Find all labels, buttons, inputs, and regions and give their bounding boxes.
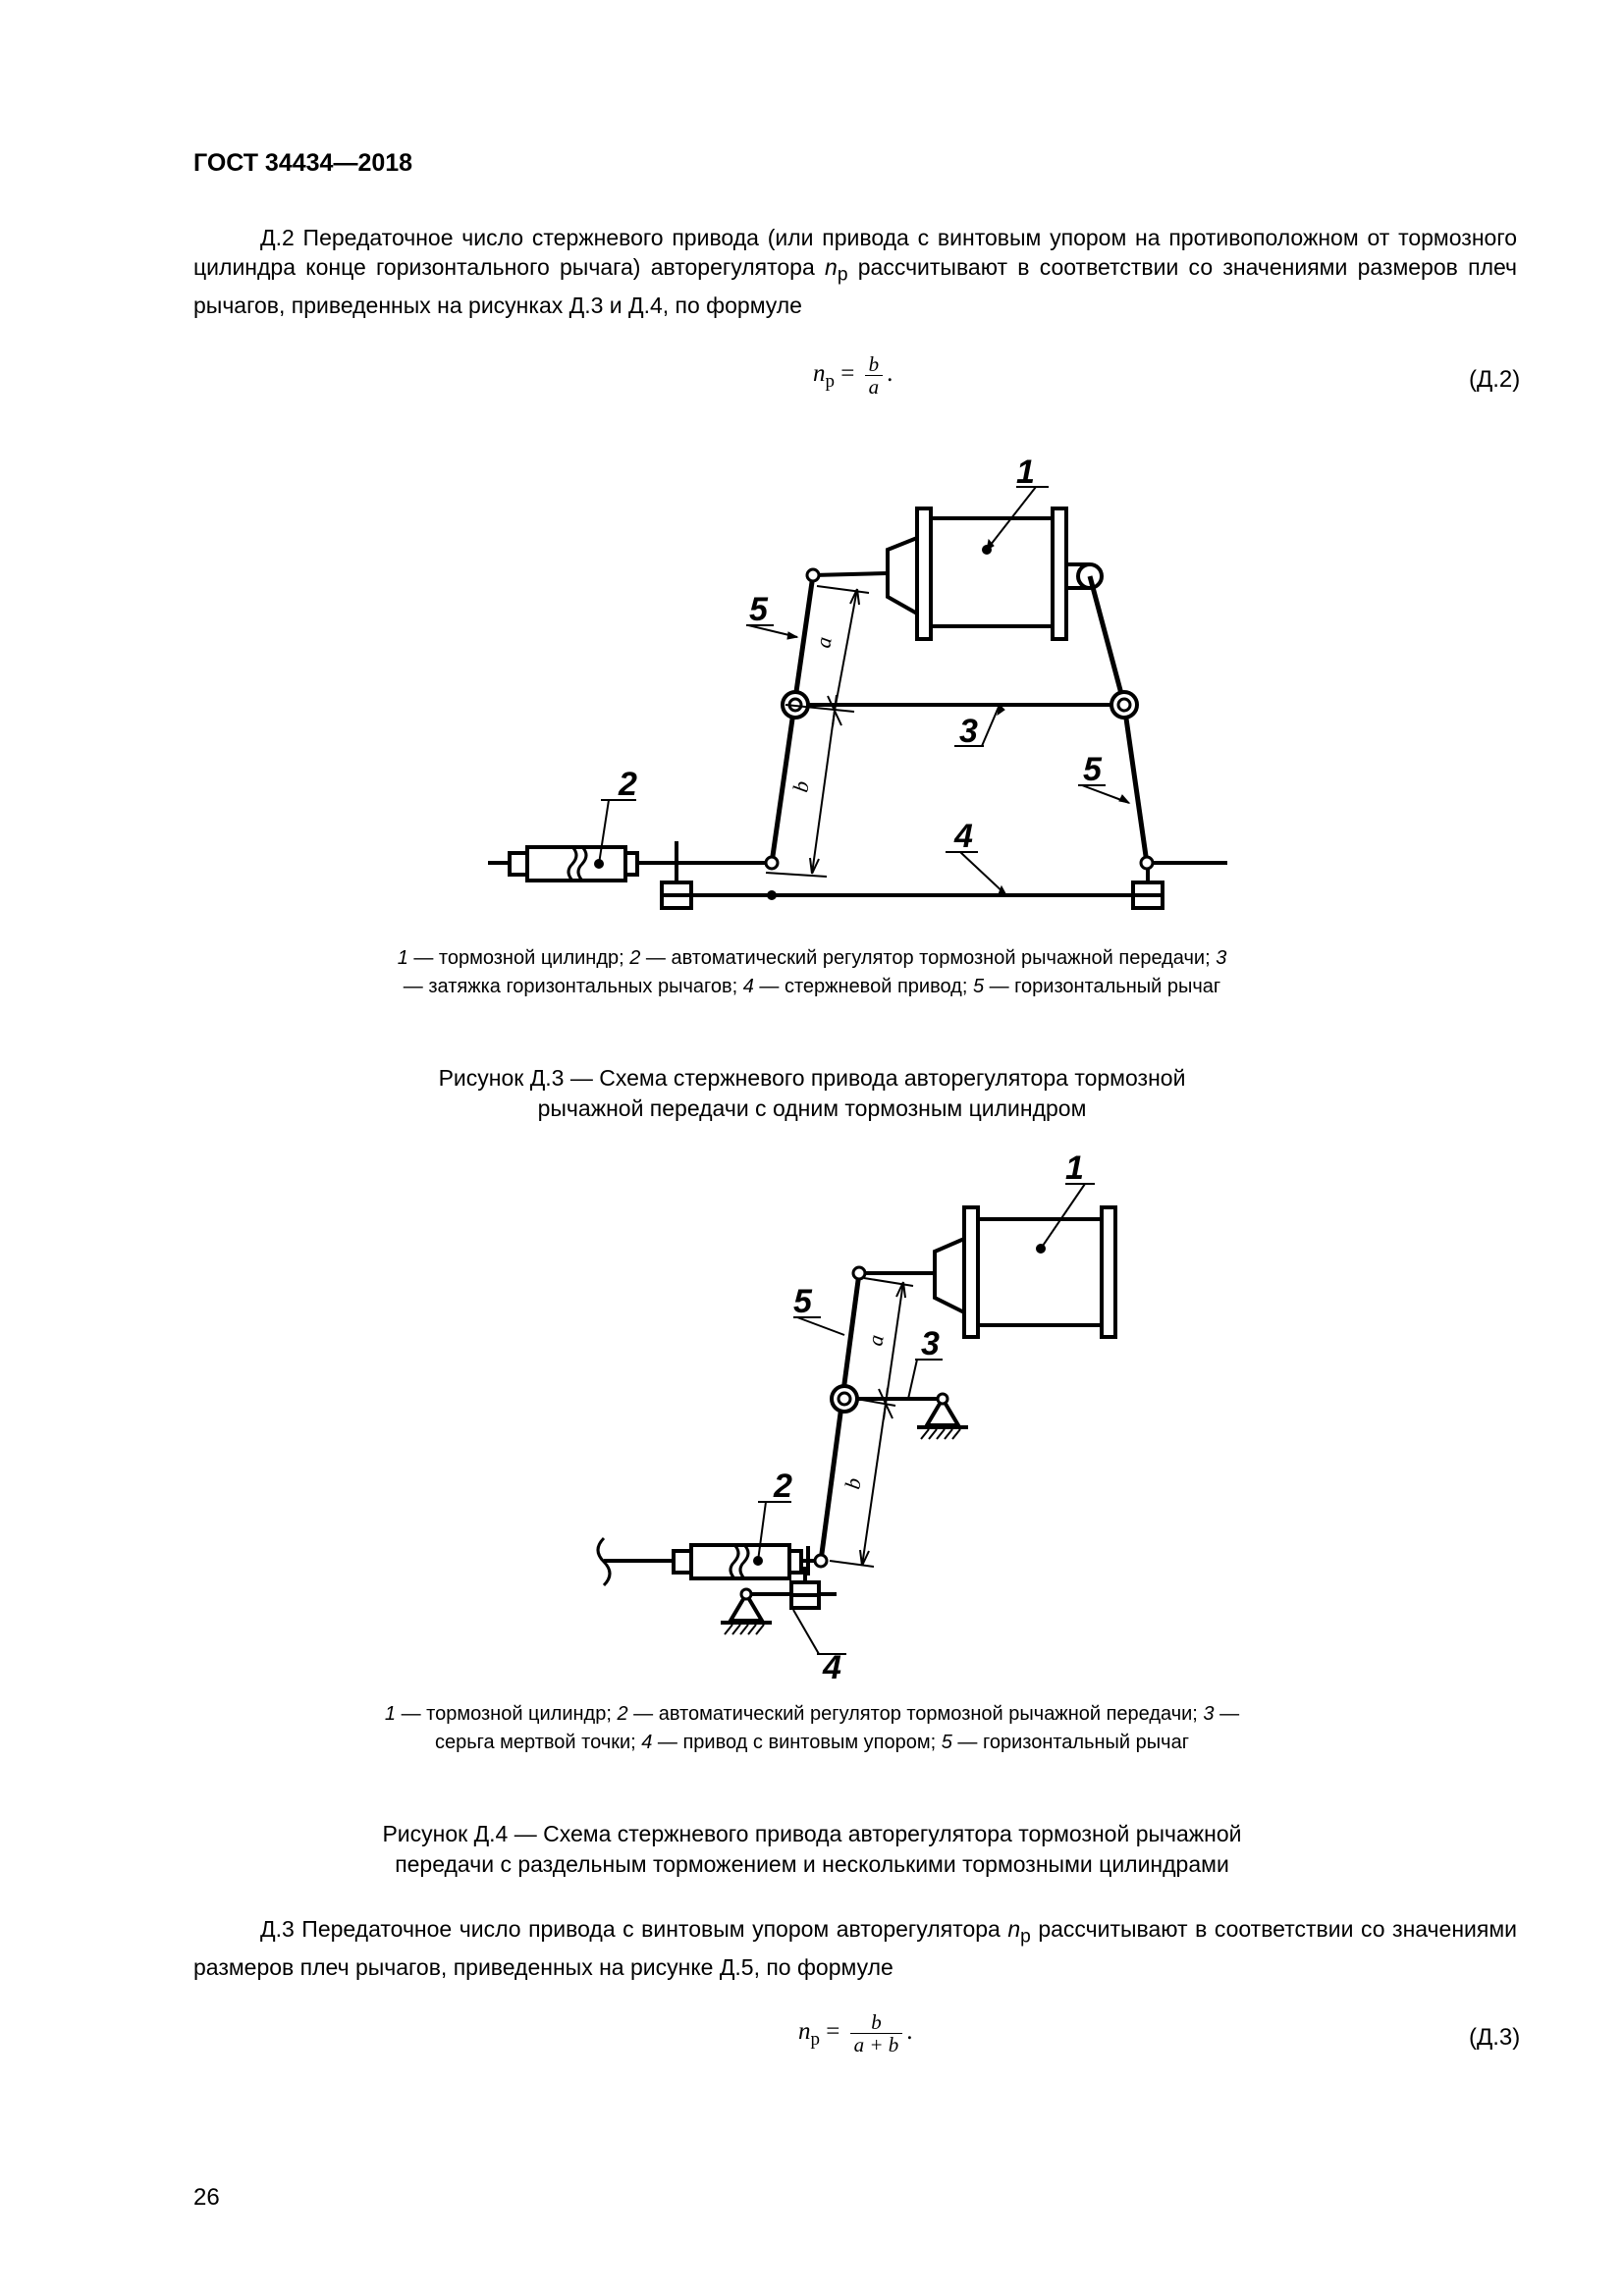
figure-d3-title: Рисунок Д.3 — Схема стержневого привода … <box>438 1065 1186 1121</box>
dead-point-link <box>857 1392 968 1440</box>
horizontal-lever <box>813 1265 867 1569</box>
figure-d4-diagram: a b 1 2 3 4 5 <box>596 1149 1117 1686</box>
label-1: 1 <box>1065 1149 1084 1187</box>
symbol-subscript: р <box>1020 1926 1031 1948</box>
label-3: 3 <box>921 1325 940 1362</box>
leader-lines <box>598 486 1130 896</box>
label-2: 2 <box>618 766 637 803</box>
formula-d3-number: (Д.3) <box>1469 2024 1521 2051</box>
figure-d3-legend: 1 — тормозной цилиндр; 2 — автоматически… <box>397 947 1227 997</box>
figure-d4-legend: 1 — тормозной цилиндр; 2 — автоматически… <box>384 1703 1240 1753</box>
label-5: 5 <box>793 1283 813 1320</box>
dim-label-a: a <box>810 635 837 650</box>
paragraph-d3: Д.3 Передаточное число привода с винтовы… <box>193 1916 1517 1980</box>
formula-d2-number: (Д.2) <box>1469 366 1521 393</box>
label-4: 4 <box>953 818 973 855</box>
symbol-n: n <box>825 254 838 280</box>
label-1: 1 <box>1016 454 1035 491</box>
auto-regulator <box>508 845 639 882</box>
dim-label-b: b <box>787 779 814 794</box>
label-5-right: 5 <box>1083 751 1103 788</box>
symbol-subscript: р <box>837 264 848 286</box>
document-header: ГОСТ 34434—2018 <box>193 149 413 177</box>
dim-label-b: b <box>839 1476 866 1491</box>
auto-regulator <box>672 1543 815 1580</box>
label-4: 4 <box>822 1649 841 1686</box>
label-5-left: 5 <box>749 591 769 628</box>
paragraph-d2: Д.2 Передаточное число стержневого приво… <box>193 225 1518 318</box>
page-number: 26 <box>193 2184 220 2211</box>
dimension-lines <box>829 1277 914 1568</box>
brake-cylinder <box>859 1205 1117 1339</box>
figure-d4-title: Рисунок Д.4 — Схема стержневого привода … <box>382 1821 1242 1877</box>
label-2: 2 <box>773 1468 792 1505</box>
screw-stop-drive <box>721 1567 837 1635</box>
dimension-lines <box>765 585 870 878</box>
horizontal-lever-right <box>1087 575 1155 871</box>
rod-drive <box>660 841 1164 910</box>
leader-lines <box>757 1183 1095 1655</box>
label-3: 3 <box>959 713 978 750</box>
dim-label-a: a <box>862 1333 889 1348</box>
horizontal-lever-left <box>764 567 821 871</box>
symbol-n: n <box>1007 1916 1021 1942</box>
brake-cylinder <box>812 507 1104 641</box>
figure-d3-diagram: a b 1 2 3 4 5 5 <box>488 454 1227 910</box>
